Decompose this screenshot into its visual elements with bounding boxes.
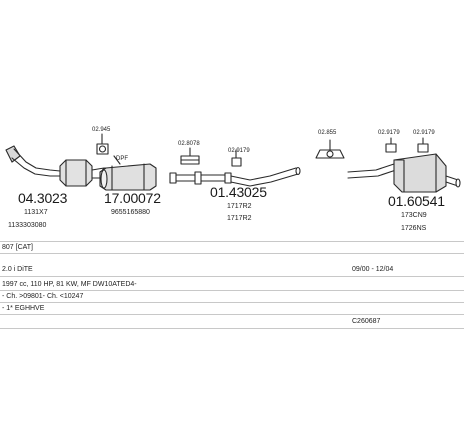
part-ref-1a: 1131X7 xyxy=(24,209,48,216)
part-ref-3b: 1717R2 xyxy=(227,215,252,222)
table-chassis: - Ch. >09801- Ch. <10247 xyxy=(2,293,84,300)
table-divider xyxy=(0,276,464,277)
table-divider xyxy=(0,328,464,329)
rubber-hanger-3 xyxy=(231,149,242,167)
front-catalyst-pipe xyxy=(5,145,109,187)
part-ref-2a: 9655165880 xyxy=(111,209,150,216)
table-spec: 1997 cc, 110 HP, 81 KW, MF DW10ATED4- xyxy=(2,281,137,288)
table-code: C260687 xyxy=(352,318,381,325)
rubber-hanger-6 xyxy=(417,137,429,153)
dpf-label: DPF xyxy=(116,156,128,162)
part-ref-4a: 173CN9 xyxy=(401,212,427,219)
table-option: - 1* EGHHVE xyxy=(2,305,45,312)
table-engine: 2.0 i DiTE xyxy=(2,266,33,273)
table-divider xyxy=(0,290,464,291)
fitting-label-2: 02.8078 xyxy=(178,141,200,147)
table-divider xyxy=(0,241,464,242)
part-number-2: 17.00072 xyxy=(104,190,161,206)
rear-silencer xyxy=(347,153,461,193)
fitting-label-6: 02.9179 xyxy=(413,130,435,136)
rubber-hanger-5 xyxy=(385,137,397,153)
table-divider xyxy=(0,302,464,303)
table-model: 807 [CAT] xyxy=(2,244,33,251)
intermediate-pipe xyxy=(169,166,301,187)
table-divider xyxy=(0,314,464,315)
part-number-3: 01.43025 xyxy=(210,184,267,200)
part-ref-3a: 1717R2 xyxy=(227,203,252,210)
dpf-unit xyxy=(99,155,157,191)
fitting-label-3: 02.9179 xyxy=(228,148,250,154)
fitting-label-1: 02.945 xyxy=(92,127,111,133)
clamp-fitting-4 xyxy=(315,139,345,159)
table-date-range: 09/00 - 12/04 xyxy=(352,266,394,273)
fitting-label-5: 02.9179 xyxy=(378,130,400,136)
part-number-1: 04.3023 xyxy=(18,190,68,206)
part-number-4: 01.60541 xyxy=(388,193,445,209)
table-divider xyxy=(0,253,464,254)
bracket-fitting-2 xyxy=(180,147,200,165)
part-ref-4b: 1726NS xyxy=(401,225,427,232)
fitting-label-4: 02.855 xyxy=(318,130,337,136)
clamp-fitting-1 xyxy=(96,133,109,155)
part-ref-1b: 1133303080 xyxy=(8,222,47,229)
